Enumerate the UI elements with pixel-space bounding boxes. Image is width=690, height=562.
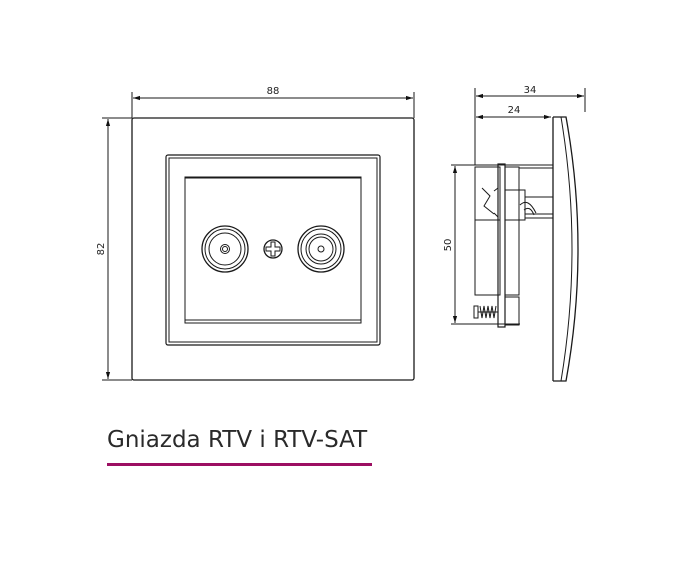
inner-frame	[165, 154, 381, 346]
dimension-depth-mount: 24	[476, 105, 551, 120]
width-label: 88	[267, 86, 280, 97]
sat-connector-icon	[297, 225, 345, 273]
spring-screw-icon	[473, 305, 498, 319]
cover-frame	[552, 116, 579, 382]
depth-total-label: 34	[524, 85, 537, 96]
dimension-side-height: 50	[443, 164, 553, 325]
socket-plate	[184, 176, 362, 324]
outer-frame	[131, 117, 415, 381]
screw-icon	[263, 239, 283, 259]
side-view: 34 24 50	[443, 85, 586, 382]
title-underline	[107, 463, 372, 466]
socket-body	[474, 166, 501, 296]
dimension-width: 88	[131, 86, 415, 118]
tv-connector-icon	[201, 225, 249, 273]
height-label: 82	[96, 243, 107, 256]
front-view: 88 82	[96, 86, 415, 381]
side-height-label: 50	[443, 239, 454, 252]
dimension-height: 82	[96, 117, 132, 381]
mounting-plate	[497, 163, 506, 328]
dimension-depth-total: 34	[474, 85, 586, 165]
page-title: Gniazda RTV i RTV-SAT	[107, 427, 368, 453]
depth-mount-label: 24	[508, 105, 521, 116]
